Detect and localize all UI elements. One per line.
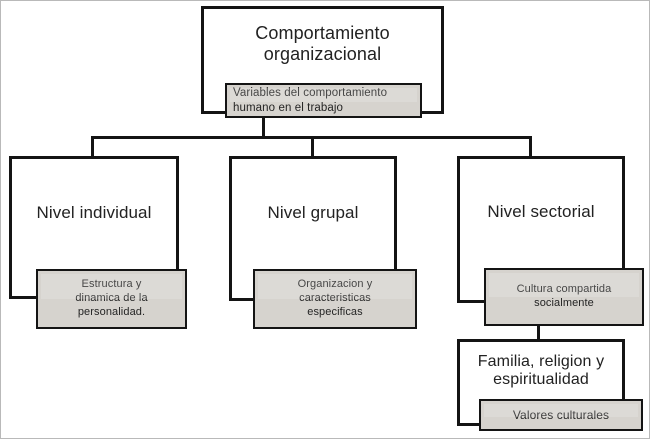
subnode-cultura-compartida-socialmente-label: Cultura compartida socialmente [516, 283, 612, 309]
node-nivel-grupal-label: Nivel grupal [267, 202, 359, 222]
node-comportamiento-organizacional-label: Comportamiento organizacional [255, 22, 390, 64]
connector-drop-nivel-grupal [311, 136, 314, 158]
node-familia-religion-espiritualidad-label: Familia, religion y espiritualidad [477, 352, 605, 388]
subnode-organizacion-caracteristicas-label: Organizacion y caracteristicas especific… [297, 278, 373, 318]
subnode-valores-culturales-label: Valores culturales [512, 407, 610, 422]
connector-drop-nivel-individual [91, 136, 94, 158]
connector-root-stem [262, 118, 265, 139]
subnode-estructura-dinamica-personalidad-label: Estructura y dinamica de la personalidad… [75, 278, 148, 318]
node-nivel-sectorial-label: Nivel sectorial [487, 201, 595, 221]
subnode-variables-comportamiento-humano[interactable]: Variables del comportamiento humano en e… [225, 83, 422, 118]
subnode-organizacion-caracteristicas[interactable]: Organizacion y caracteristicas especific… [253, 269, 417, 329]
subnode-valores-culturales[interactable]: Valores culturales [479, 399, 643, 431]
connector-drop-nivel-sectorial [529, 136, 532, 158]
subnode-cultura-compartida-socialmente[interactable]: Cultura compartida socialmente [484, 268, 644, 326]
connector-sectorial-to-familia [537, 324, 540, 342]
subnode-variables-comportamiento-humano-label: Variables del comportamiento humano en e… [233, 87, 388, 114]
subnode-estructura-dinamica-personalidad[interactable]: Estructura y dinamica de la personalidad… [36, 269, 187, 329]
node-nivel-individual-label: Nivel individual [36, 202, 152, 222]
